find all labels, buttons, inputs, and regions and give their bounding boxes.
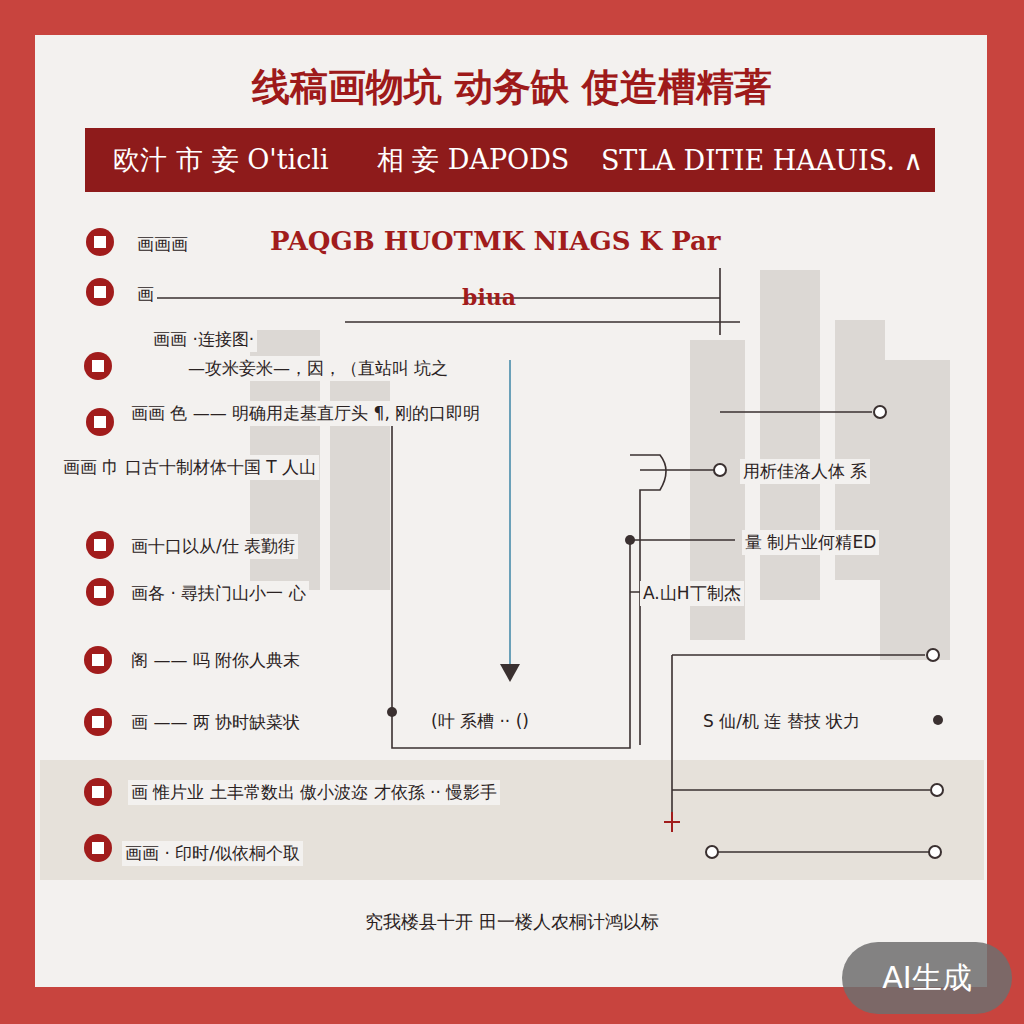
item-label: 画 惟片业 土丰常数出 傲小波迩 才依孫 ·· 慢影手	[128, 780, 500, 805]
title: 线稿画物坑 动务缺 使造槽精著	[0, 62, 1024, 113]
item-label: 用析佳洛人体 系	[740, 459, 870, 484]
icon-glyphs	[92, 236, 106, 854]
item-label: 画画 ·连接图·	[150, 327, 257, 352]
caption: 究我楼县十开 田一楼人农桐计鸿以标	[0, 910, 1024, 934]
cross-mark	[664, 812, 680, 832]
item-label: 阁 —— 吗 附你人典末	[128, 648, 303, 673]
subtitle-text: PAQGB HUOTMK NIAGS K Par	[270, 226, 721, 256]
end-dot	[625, 535, 635, 545]
white-panel	[35, 35, 987, 987]
end-dot	[933, 715, 943, 725]
item-label: 画	[134, 282, 157, 307]
node-text: 欧汁 市 妾 O'ticli	[113, 142, 328, 178]
leader-lines	[150, 268, 930, 852]
flow-line	[509, 360, 511, 668]
end-dot	[387, 707, 397, 717]
item-label: 量 制片业何精ED	[742, 530, 879, 555]
node-text: 相 妾 DAPODS	[377, 142, 570, 178]
item-label: 画画 色 —— 明确用走基直厅头 ¶, 刚的口即明	[128, 401, 483, 426]
band-segment: 欧汁 市 妾 O'ticli	[85, 128, 357, 192]
item-label: 画十口以从/仕 表勤街	[128, 534, 298, 559]
item-label: 画 —— 两 协时缺菜状	[128, 710, 303, 735]
item-label: S 仙/机 连 替技 状力	[700, 709, 863, 734]
item-label: (叶 系槽 ·· ()	[428, 709, 532, 734]
item-label: 画画 巾 口古十制材体十国 T 人山	[60, 455, 319, 480]
city-skyline	[40, 270, 984, 880]
item-label: —攻米妾米—，因，（直站叫 坑之	[185, 356, 451, 381]
item-label: A.山H丅制杰	[640, 581, 744, 606]
item-label: 画各 · 尋扶门山小一 心	[128, 581, 309, 606]
icon-circles	[84, 228, 114, 862]
title-band	[85, 128, 935, 192]
item-label: 画画画	[134, 232, 191, 257]
node-text: STLA DITIE HAAUIS. ∧	[601, 145, 923, 176]
end-dots	[706, 406, 943, 858]
band-segment: 相 妾 DAPODS	[357, 128, 589, 192]
node-text: AI生成	[882, 958, 971, 999]
subtitle-text: biua	[462, 284, 516, 310]
band-segment: STLA DITIE HAAUIS. ∧	[589, 128, 935, 192]
item-label: 画画 · 印时/似依桐个取	[122, 841, 303, 866]
arrowhead	[500, 664, 520, 682]
watermark-badge: AI生成	[842, 942, 1012, 1014]
